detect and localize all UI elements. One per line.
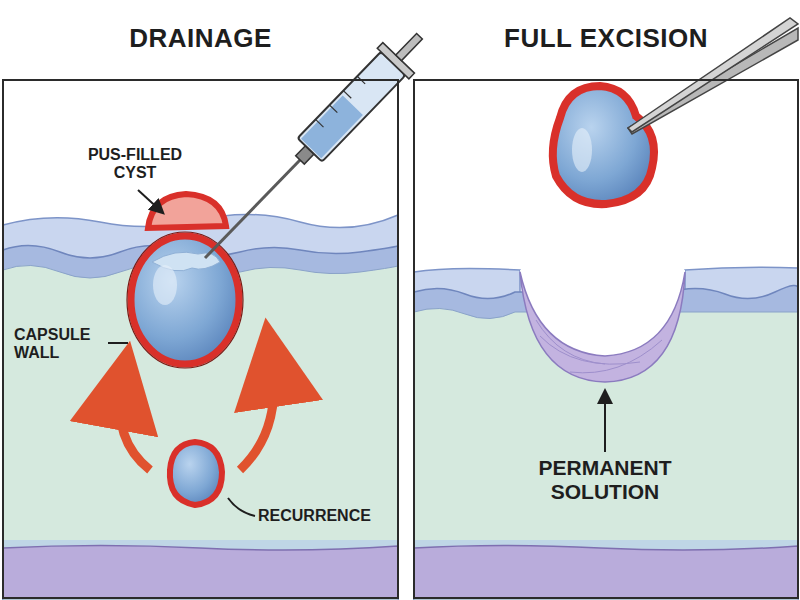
fat-layer	[3, 546, 398, 599]
callout-label: CAPSULE WALL	[14, 326, 106, 363]
syringe	[205, 21, 435, 258]
right-leaders	[605, 392, 606, 452]
panel-heading: DRAINAGE	[4, 23, 397, 54]
panel-frame: FULL EXCISION	[413, 79, 799, 599]
recurrence-arrow	[240, 362, 274, 470]
left-leaders	[108, 190, 255, 516]
plunger	[396, 33, 423, 60]
drained-cyst	[127, 194, 243, 368]
highlight	[572, 128, 592, 172]
tissue-lines	[536, 320, 662, 373]
right-skin	[414, 80, 798, 600]
excision-cavity	[520, 270, 685, 382]
callout-label: PUS-FILLED CYST	[80, 146, 190, 183]
left-skin	[3, 80, 398, 600]
recurrence-cycle	[120, 362, 274, 505]
barrel-fluid	[301, 96, 363, 159]
recurrence-arrow	[120, 385, 150, 470]
panel-heading: FULL EXCISION	[415, 23, 797, 54]
tick	[329, 105, 337, 113]
leader-line	[108, 342, 128, 344]
cyst-body	[131, 236, 239, 364]
cyst-body	[553, 86, 654, 204]
wound-bed	[520, 272, 685, 382]
cyst-outline	[127, 232, 243, 368]
epidermis	[3, 214, 398, 600]
barrel	[297, 52, 405, 162]
callout-label: RECURRENCE	[258, 507, 388, 525]
highlight	[153, 265, 177, 305]
tick	[343, 91, 351, 99]
fat-layer	[414, 546, 798, 599]
leader-line	[604, 392, 606, 452]
callout-label: PERMANENT SOLUTION	[520, 456, 690, 504]
tick	[316, 119, 324, 127]
leader-line	[138, 190, 162, 212]
excised-cyst	[553, 86, 654, 204]
small-cyst	[170, 442, 222, 505]
needle	[205, 160, 300, 258]
leader-line	[228, 498, 255, 516]
